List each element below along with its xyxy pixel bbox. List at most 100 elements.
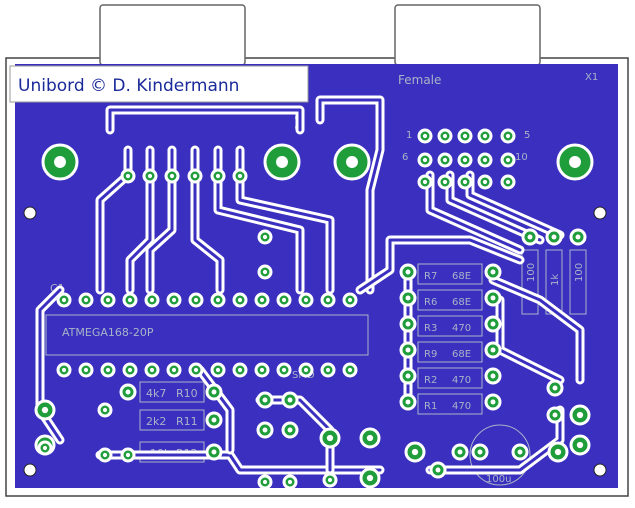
- res-right-pad-3-hole: [490, 347, 496, 353]
- conn-right-pin-c4-hole: [505, 179, 511, 185]
- mount-hole-1-hole: [54, 156, 66, 168]
- r6-ref: R6: [424, 297, 437, 308]
- vcomp-pad-2-hole: [575, 234, 581, 240]
- conn-left-pin-2-hole: [169, 173, 175, 179]
- res-left-pad-4-hole: [405, 373, 411, 379]
- chip-bottom-pin-13-hole: [347, 367, 353, 373]
- r10-value: 4k7: [146, 387, 166, 400]
- r9-value: 68E: [452, 349, 471, 360]
- pad-r11-r-hole: [211, 417, 217, 423]
- chip-bottom-pin-10-hole: [281, 367, 287, 373]
- conn-left-pin-3-hole: [192, 173, 198, 179]
- pad-left-1-hole: [41, 406, 49, 414]
- res-right-pad-2-hole: [490, 321, 496, 327]
- board-title: Unibord © D. Kindermann: [18, 76, 239, 96]
- res-left-pad-0-hole: [405, 269, 411, 275]
- res-right-pad-1-hole: [490, 295, 496, 301]
- electrolytic-outline: [469, 424, 531, 486]
- res-right-pad-5-hole: [490, 399, 496, 405]
- vlabel-2: 1k: [550, 274, 561, 286]
- chip-bottom-pin-11-hole: [303, 367, 309, 373]
- pad-elec-2-hole: [517, 449, 523, 455]
- chip-bottom-pin-7-hole: [215, 367, 221, 373]
- pad-cap2-3-hole: [366, 474, 374, 482]
- pad-b3-hole: [327, 477, 333, 483]
- r7-ref: R7: [424, 271, 437, 282]
- pad-b2-hole: [287, 479, 293, 485]
- pad-elec-1-hole: [477, 449, 483, 455]
- conn-left-pin-1-hole: [147, 173, 153, 179]
- pad-tr-3-hole: [262, 427, 268, 433]
- trace-top-left-core: [108, 108, 302, 132]
- pin-label-1: 1: [406, 130, 412, 141]
- chip-top-pin-1-hole: [83, 297, 89, 303]
- pad-led-hole: [42, 445, 48, 451]
- pad-sw-5-hole: [554, 448, 562, 456]
- res-left-pad-2-hole: [405, 321, 411, 327]
- pad-sw-3-hole: [576, 411, 584, 419]
- connector-ref: X1: [585, 72, 598, 83]
- mount-hole-2-hole: [276, 156, 288, 168]
- connector-label: Female: [398, 73, 441, 87]
- trace-edge-left-core: [38, 288, 62, 442]
- chip-outline: [45, 314, 369, 356]
- conn-right-pin-a1-hole: [442, 133, 448, 139]
- pad-reg-3-hole: [457, 449, 463, 455]
- pads: [23, 128, 607, 490]
- pad-tr-2-hole: [287, 397, 293, 403]
- pad-cap-bottom-hole: [262, 269, 268, 275]
- conn-right-pin-b1-hole: [442, 157, 448, 163]
- pad-xtal-2-hole: [102, 452, 108, 458]
- r10-ref: R10: [176, 387, 198, 400]
- trace-l1-core: [98, 148, 130, 292]
- conn-right-pin-b3-hole: [482, 157, 488, 163]
- conn-right-pin-c1-hole: [442, 179, 448, 185]
- vcomp-pad-1-hole: [551, 234, 557, 240]
- chip-bottom-pin-12-hole: [325, 367, 331, 373]
- connector-shell-right: [394, 4, 541, 66]
- mount-hole-3-hole: [346, 156, 358, 168]
- chip-top-pin-5-hole: [171, 297, 177, 303]
- chip-bottom-pin-6-hole: [193, 367, 199, 373]
- pad-xtal-3-hole: [125, 452, 131, 458]
- pad-reg-1-hole: [411, 448, 419, 456]
- chip-top-pin-9-hole: [259, 297, 265, 303]
- chip-bottom-pin-3-hole: [127, 367, 133, 373]
- pad-r10-l-hole: [125, 389, 131, 395]
- chip-top-pin-10-hole: [281, 297, 287, 303]
- mount-hole-4-hole: [569, 156, 581, 168]
- res-right-pad-0-hole: [490, 269, 496, 275]
- pad-xtal-1-hole: [102, 407, 108, 413]
- conn-right-pin-c3-hole: [482, 179, 488, 185]
- vlabel-3: 100: [574, 263, 585, 282]
- trace-mid-core: [358, 238, 522, 292]
- chip-top-pin-6-hole: [193, 297, 199, 303]
- r2-ref: R2: [424, 375, 437, 386]
- trace-l3-core: [148, 148, 174, 292]
- vlabel-1: 100: [526, 263, 537, 282]
- r7-value: 68E: [452, 271, 471, 282]
- chip-top-pin-8-hole: [237, 297, 243, 303]
- pad-r12-r-hole: [211, 449, 217, 455]
- chip-bottom-pin-1-hole: [83, 367, 89, 373]
- r11-value: 2k2: [146, 415, 166, 428]
- conn-right-pin-a4-hole: [505, 133, 511, 139]
- conn-right-pin-b2-hole: [462, 157, 468, 163]
- conn-right-pin-a0-hole: [422, 133, 428, 139]
- conn-right-pin-b0-hole: [422, 157, 428, 163]
- pad-cap2-1-hole: [326, 434, 334, 442]
- chip-top-pin-3-hole: [127, 297, 133, 303]
- trace-res-right-core: [491, 278, 582, 382]
- trace-b4-core: [428, 408, 562, 472]
- chip-top-pin-13-hole: [347, 297, 353, 303]
- chip-bottom-pin-2-hole: [105, 367, 111, 373]
- chip-bottom-pin-5-hole: [171, 367, 177, 373]
- chip-top-pin-12-hole: [325, 297, 331, 303]
- pad-tr-4-hole: [287, 427, 293, 433]
- vcomp-pad-0-hole: [527, 234, 533, 240]
- pad-sw-4-hole: [576, 441, 584, 449]
- pad-r10-r-hole: [211, 389, 217, 395]
- conn-right-pin-a3-hole: [482, 133, 488, 139]
- trace-bottom-core: [98, 453, 382, 472]
- trace-l4-core: [193, 148, 222, 292]
